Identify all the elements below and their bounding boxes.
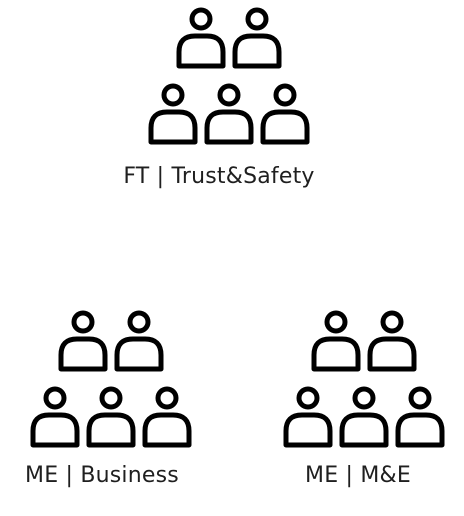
- person-head: [408, 386, 432, 410]
- person-body: [232, 33, 282, 69]
- person-head: [161, 83, 185, 107]
- people-group-icon: [148, 7, 310, 145]
- person-head: [99, 386, 123, 410]
- person-body: [30, 412, 80, 448]
- person-head: [380, 310, 404, 334]
- person-body: [148, 109, 198, 145]
- person-body: [86, 412, 136, 448]
- person-body: [395, 412, 445, 448]
- person-head: [43, 386, 67, 410]
- person-body: [142, 412, 192, 448]
- person-body: [283, 412, 333, 448]
- person-head: [189, 7, 213, 31]
- person-head: [217, 83, 241, 107]
- team-label: FT | Trust&Safety: [123, 164, 315, 189]
- team-group-ft-trust-safety: FT | Trust&Safety: [0, 0, 464, 200]
- person-head: [296, 386, 320, 410]
- team-label: ME | Business: [25, 463, 179, 488]
- person-body: [176, 33, 226, 69]
- person-head: [273, 83, 297, 107]
- person-body: [204, 109, 254, 145]
- team-group-me-m-and-e: ME | M&E: [232, 300, 464, 500]
- person-head: [155, 386, 179, 410]
- person-body: [311, 336, 361, 372]
- person-head: [245, 7, 269, 31]
- person-body: [260, 109, 310, 145]
- person-body: [114, 336, 164, 372]
- person-head: [352, 386, 376, 410]
- person-head: [324, 310, 348, 334]
- person-body: [367, 336, 417, 372]
- people-group-icon: [283, 310, 445, 448]
- person-body: [58, 336, 108, 372]
- person-head: [71, 310, 95, 334]
- team-group-me-business: ME | Business: [0, 300, 232, 500]
- person-head: [127, 310, 151, 334]
- team-label: ME | M&E: [305, 463, 411, 488]
- person-body: [339, 412, 389, 448]
- people-group-icon: [30, 310, 192, 448]
